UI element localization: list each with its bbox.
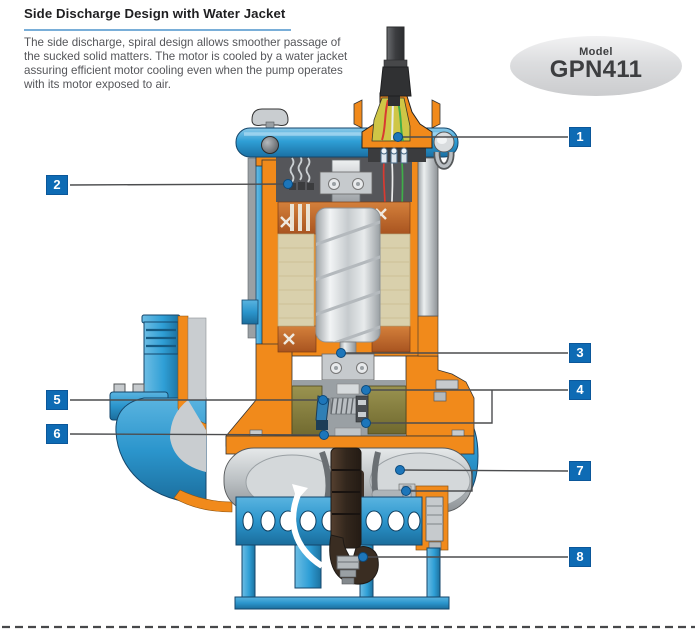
base-plate [234,596,450,610]
outer-shell [417,157,439,317]
title-underline [24,29,291,31]
callout-6: 6 [46,424,68,444]
callout-1: 1 [569,127,591,147]
rotor [315,207,381,343]
motor-protector-coils [289,155,311,183]
power-cable [386,26,405,66]
flow-arrow [290,488,324,569]
callout-8: 8 [569,547,591,567]
model-number: GPN411 [549,56,643,83]
page-title: Side Discharge Design with Water Jacket [24,6,286,21]
model-badge: Model GPN411 [510,36,682,96]
model-label: Model [579,46,613,58]
leader-lines [69,136,569,558]
callout-7: 7 [569,461,591,481]
eyebolt [435,151,453,168]
callout-4: 4 [569,380,591,400]
side-discharge-elbow [109,314,233,513]
oil-chamber-right [367,385,407,435]
seal-chamber [291,380,407,440]
leader-dots [283,132,411,562]
terminal-posts [380,147,408,164]
callout-2: 2 [46,175,68,195]
casing-plug [425,496,444,542]
cable-boot [379,66,412,97]
lifting-handle [251,108,289,126]
callout-3: 3 [569,343,591,363]
callout-5: 5 [46,390,68,410]
agitator [290,447,379,585]
description-text: The side discharge, spiral design allows… [24,36,348,91]
motor-housing [225,147,475,461]
handle-knob [261,136,279,154]
